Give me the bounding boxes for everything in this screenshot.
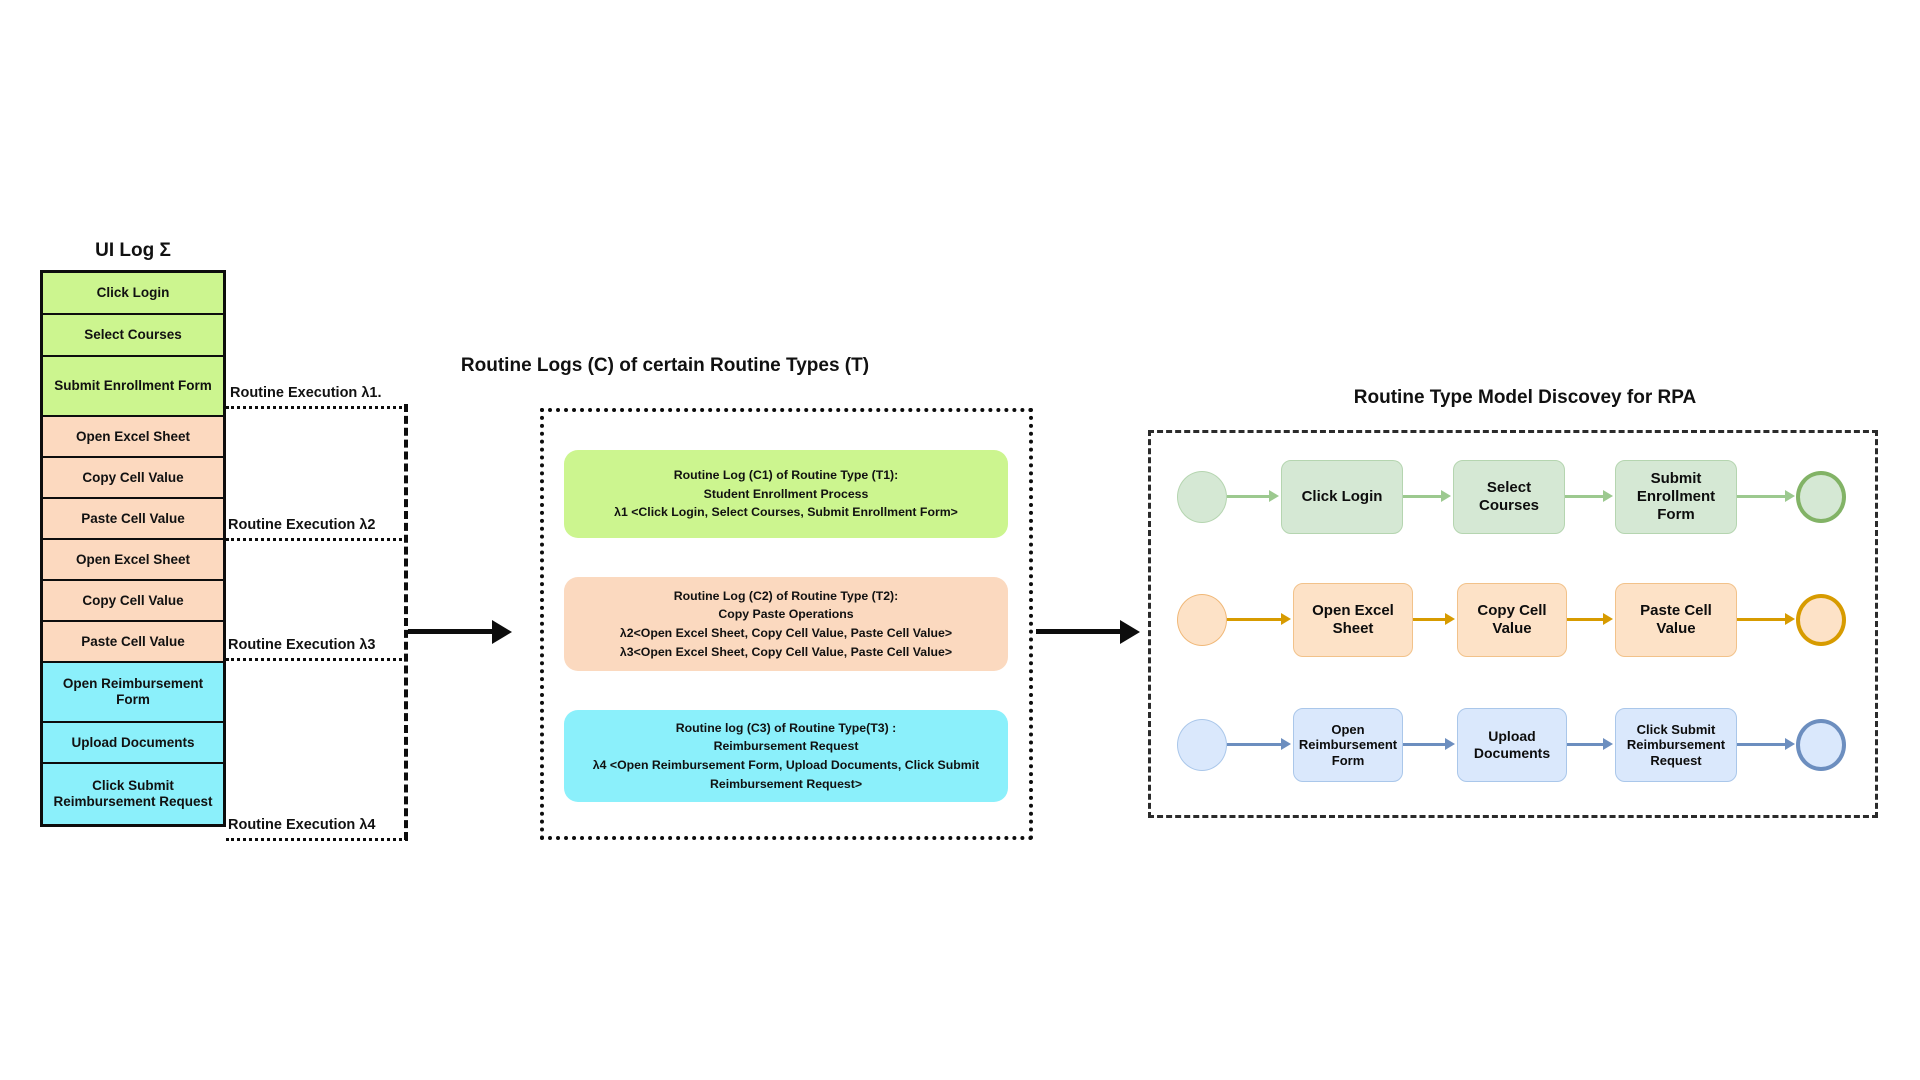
task-node[interactable]: Copy Cell Value [1457, 583, 1567, 657]
start-event-node[interactable] [1177, 594, 1227, 646]
log-event-row[interactable]: Copy Cell Value [43, 458, 223, 499]
routine-log-line: Routine Log (C2) of Routine Type (T2): [673, 588, 899, 603]
task-node[interactable]: Open Excel Sheet [1293, 583, 1413, 657]
routine-execution-label-2: Routine Execution λ2 [228, 517, 376, 533]
task-node[interactable]: Select Courses [1453, 460, 1565, 534]
model-discovery-container: Click Login Select Courses Submit Enroll… [1148, 430, 1878, 818]
routine-execution-divider [226, 538, 408, 541]
ui-log-stack: Click Login Select Courses Submit Enroll… [40, 270, 226, 827]
routine-execution-divider [226, 658, 408, 661]
log-event-row[interactable]: Submit Enrollment Form [43, 357, 223, 417]
log-event-row[interactable]: Open Excel Sheet [43, 417, 223, 458]
routine-execution-label-1: Routine Execution λ1. [230, 385, 382, 401]
model-discovery-title: Routine Type Model Discovey for RPA [1353, 387, 1697, 408]
task-node[interactable]: Click Submit Reimbursement Request [1615, 708, 1737, 782]
routine-model-row-t3: Open Reimbursement Form Upload Documents… [1151, 691, 1881, 801]
task-node[interactable]: Submit Enrollment Form [1615, 460, 1737, 534]
log-event-row[interactable]: Select Courses [43, 315, 223, 357]
task-node[interactable]: Paste Cell Value [1615, 583, 1737, 657]
routine-log-line: Copy Paste Operations [718, 607, 854, 622]
routine-logs-container: Routine Log (C1) of Routine Type (T1): S… [540, 408, 1033, 840]
routine-model-row-t1: Click Login Select Courses Submit Enroll… [1151, 443, 1881, 553]
routine-log-card-c1[interactable]: Routine Log (C1) of Routine Type (T1): S… [564, 450, 1008, 538]
routine-log-line: λ1 <Click Login, Select Courses, Submit … [614, 505, 958, 520]
routine-execution-label-3: Routine Execution λ3 [228, 637, 376, 653]
log-event-row[interactable]: Copy Cell Value [43, 581, 223, 622]
routine-model-row-t2: Open Excel Sheet Copy Cell Value Paste C… [1151, 566, 1881, 676]
end-event-node[interactable] [1796, 471, 1846, 523]
log-event-row[interactable]: Paste Cell Value [43, 499, 223, 540]
end-event-node[interactable] [1796, 719, 1846, 771]
ui-log-title: UI Log Σ [95, 240, 171, 261]
start-event-node[interactable] [1177, 471, 1227, 523]
routine-execution-divider [226, 406, 408, 409]
routine-log-line: Reimbursement Request [713, 739, 859, 754]
routine-logs-title: Routine Logs (C) of certain Routine Type… [460, 355, 870, 376]
routine-log-line: λ3<Open Excel Sheet, Copy Cell Value, Pa… [619, 644, 953, 659]
routine-log-card-c2[interactable]: Routine Log (C2) of Routine Type (T2): C… [564, 577, 1008, 671]
routine-log-card-c3[interactable]: Routine log (C3) of Routine Type(T3) : R… [564, 710, 1008, 802]
routine-log-line: Reimbursement Request> [709, 776, 863, 791]
end-event-node[interactable] [1796, 594, 1846, 646]
log-event-row[interactable]: Paste Cell Value [43, 622, 223, 663]
routine-log-line: λ2<Open Excel Sheet, Copy Cell Value, Pa… [619, 626, 953, 640]
log-event-row[interactable]: Click Submit Reimbursement Request [43, 764, 223, 824]
routine-execution-divider [226, 838, 408, 841]
routine-log-line: Routine log (C3) of Routine Type(T3) : [675, 720, 897, 735]
routine-execution-label-4: Routine Execution λ4 [228, 817, 376, 833]
routine-log-line: Student Enrollment Process [703, 486, 869, 501]
routine-log-line: Routine Log (C1) of Routine Type (T1): [673, 467, 899, 482]
log-event-row[interactable]: Upload Documents [43, 723, 223, 764]
task-node[interactable]: Upload Documents [1457, 708, 1567, 782]
task-node[interactable]: Click Login [1281, 460, 1403, 534]
task-node[interactable]: Open Reimbursement Form [1293, 708, 1403, 782]
log-event-row[interactable]: Open Excel Sheet [43, 540, 223, 581]
routine-log-line: λ4 <Open Reimbursement Form, Upload Docu… [592, 758, 980, 772]
log-event-row[interactable]: Open Reimbursement Form [43, 663, 223, 723]
log-event-row[interactable]: Click Login [43, 273, 223, 315]
start-event-node[interactable] [1177, 719, 1227, 771]
routine-execution-spine [404, 404, 408, 840]
